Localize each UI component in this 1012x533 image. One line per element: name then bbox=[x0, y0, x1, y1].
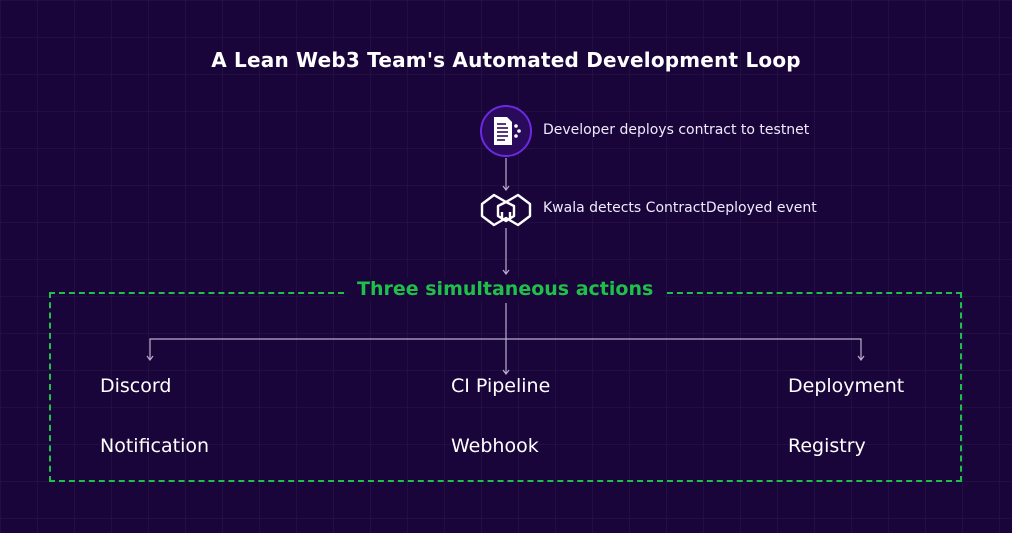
action-line1: Deployment bbox=[788, 375, 905, 397]
action-line1: Discord bbox=[100, 375, 172, 397]
contract-document-icon bbox=[480, 105, 532, 157]
connector-branch bbox=[149, 338, 862, 360]
kwala-cube-icon bbox=[480, 193, 532, 227]
action-line2: Webhook bbox=[451, 435, 539, 457]
action-line1: CI Pipeline bbox=[451, 375, 551, 397]
action-deployment-registry: Deployment Registry bbox=[788, 356, 904, 476]
step-kwala-detects: Kwala detects ContractDeployed event bbox=[543, 200, 817, 216]
step-developer-deploys: Developer deploys contract to testnet bbox=[543, 122, 810, 138]
action-discord-notification: Discord Notification bbox=[100, 356, 209, 476]
actions-group-label: Three simultaneous actions bbox=[345, 278, 666, 300]
action-ci-pipeline-webhook: CI Pipeline Webhook bbox=[451, 356, 550, 476]
action-line2: Notification bbox=[100, 435, 210, 457]
diagram-title: A Lean Web3 Team's Automated Development… bbox=[211, 48, 801, 72]
action-line2: Registry bbox=[788, 435, 866, 457]
